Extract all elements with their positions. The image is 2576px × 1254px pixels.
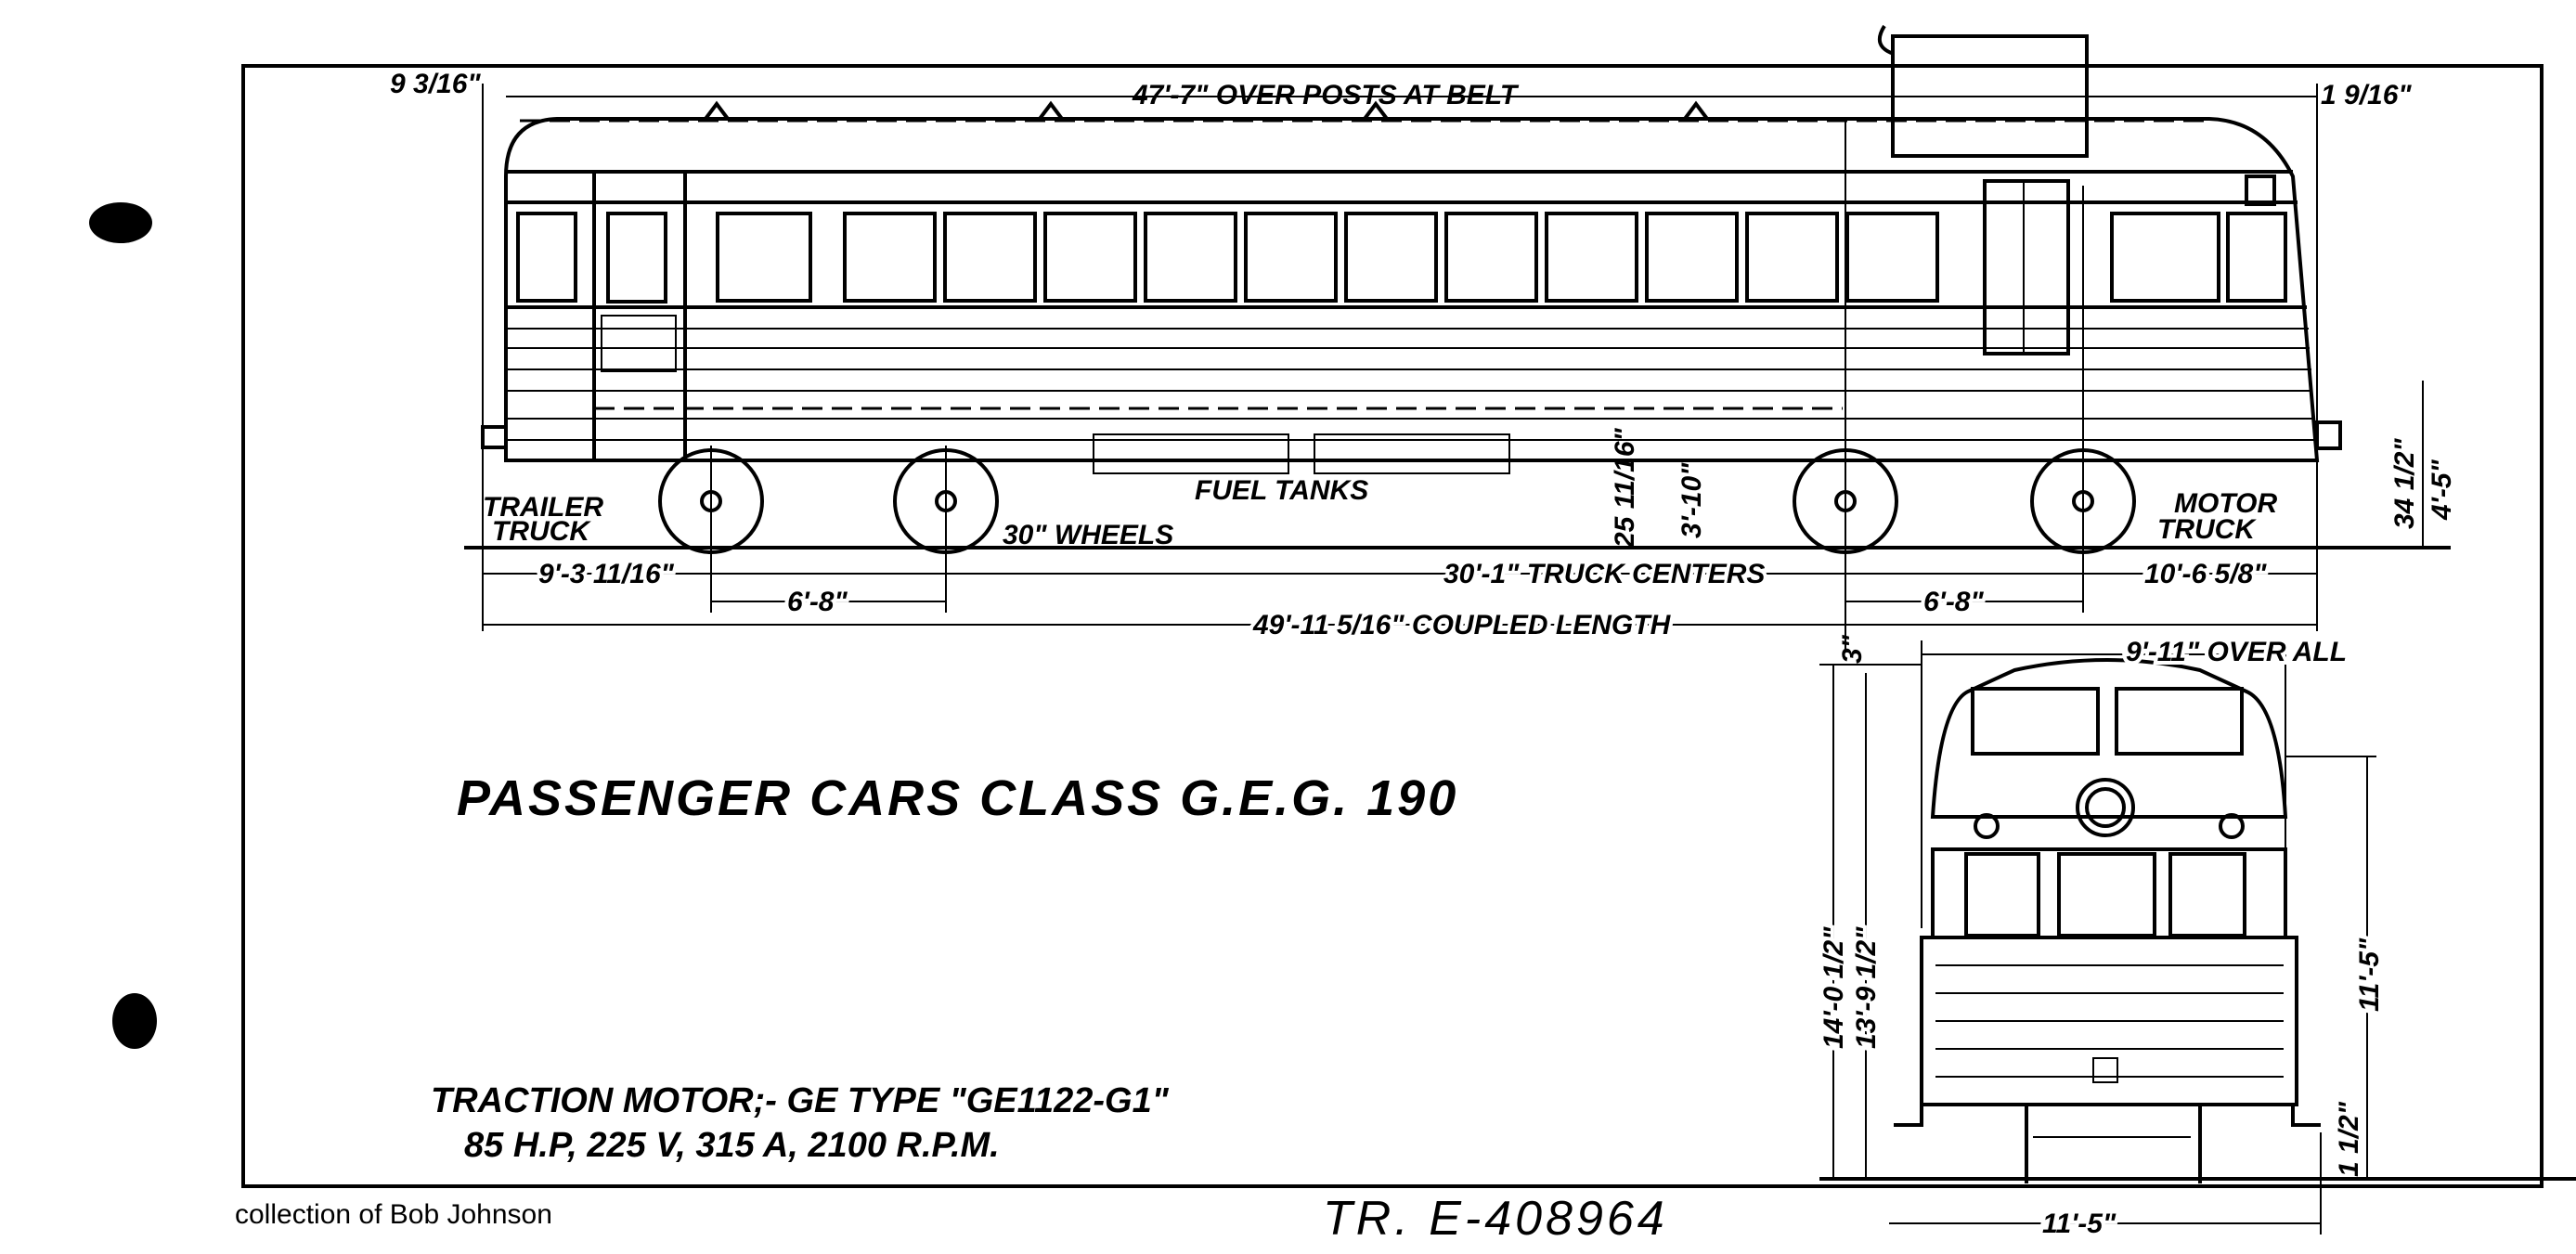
side-view-car-body xyxy=(481,100,2342,474)
dim-over-posts: 47'-7" OVER POSTS AT BELT xyxy=(1132,80,1520,110)
drawing-frame xyxy=(241,64,2544,1188)
side-window xyxy=(1545,212,1638,303)
side-window xyxy=(2226,212,2287,303)
roof-equipment xyxy=(1877,24,2089,158)
side-window xyxy=(943,212,1037,303)
dim-motor-overhang: 10'-6 5/8" xyxy=(2144,559,2267,589)
dim-bumper-height: 4'-5" xyxy=(2427,459,2457,521)
label-motor-truck: TRUCK xyxy=(2157,514,2257,545)
side-window xyxy=(516,212,577,303)
side-window xyxy=(1244,212,1338,303)
drawing-title: PASSENGER CARS CLASS G.E.G. 190 xyxy=(457,770,1458,826)
end-dimension-lines xyxy=(1819,640,2576,1235)
dim-gauge-width: 11'-5" xyxy=(2042,1209,2116,1239)
ink-blot xyxy=(89,202,152,243)
dim-height-belt: 11'-5" xyxy=(2354,937,2385,1012)
label-trailer-truck: TRUCK xyxy=(492,516,591,547)
side-windows xyxy=(516,212,2287,304)
dim-truck-centers: 30'-1" TRUCK CENTERS xyxy=(1443,559,1765,589)
side-window xyxy=(1745,212,1839,303)
ink-blot xyxy=(112,993,157,1049)
side-window xyxy=(1043,212,1137,303)
side-window xyxy=(1444,212,1538,303)
side-window xyxy=(2110,212,2220,303)
dim-motor-wheelbase: 6'-8" xyxy=(1923,587,1984,617)
dim-height-overall: 14'-0 1/2" xyxy=(1819,926,1849,1049)
label-fuel-tanks: FUEL TANKS xyxy=(1195,475,1368,506)
dim-coupled-length: 49'-11 5/16" COUPLED LENGTH xyxy=(1252,610,1672,640)
credit-text: collection of Bob Johnson xyxy=(235,1199,552,1230)
side-window xyxy=(1344,212,1438,303)
side-window xyxy=(843,212,937,303)
side-window xyxy=(1845,212,1939,303)
dim-width-over-all: 9'-11" OVER ALL xyxy=(2126,637,2347,667)
side-window xyxy=(606,212,667,304)
side-window xyxy=(716,212,812,303)
dim-floor-height: 25 11/16" xyxy=(1610,427,1640,549)
dim-trailer-overhang: 9'-3 11/16" xyxy=(538,559,675,589)
label-wheels: 30" WHEELS xyxy=(1003,520,1173,550)
dim-roof-offset: 9 3/16" xyxy=(390,69,481,99)
side-window xyxy=(1144,212,1237,303)
label-trailer: TRAILER xyxy=(483,492,603,523)
label-motor: MOTOR xyxy=(2174,488,2277,519)
dim-rail-offset: 1 1/2" xyxy=(2334,1101,2364,1177)
drawing-number: TR. E-408964 xyxy=(1323,1192,1668,1246)
side-window xyxy=(1645,212,1739,303)
end-view-car xyxy=(1894,658,2321,1183)
dim-step-height: 3'-10" xyxy=(1676,462,1707,538)
dim-coupler-height: 34 1/2" xyxy=(2389,438,2420,529)
dim-trailer-wheelbase: 6'-8" xyxy=(787,587,848,617)
traction-motor-line-2: 85 H.P, 225 V, 315 A, 2100 R.P.M. xyxy=(464,1126,1000,1165)
dim-height-roof: 13'-9 1/2" xyxy=(1851,926,1882,1049)
side-dimension-lines xyxy=(482,84,2424,650)
dim-top-offset: 3" xyxy=(1837,634,1868,664)
dim-end-offset: 1 9/16" xyxy=(2321,80,2412,110)
traction-motor-line-1: TRACTION MOTOR;- GE TYPE "GE1122-G1" xyxy=(431,1081,1170,1120)
